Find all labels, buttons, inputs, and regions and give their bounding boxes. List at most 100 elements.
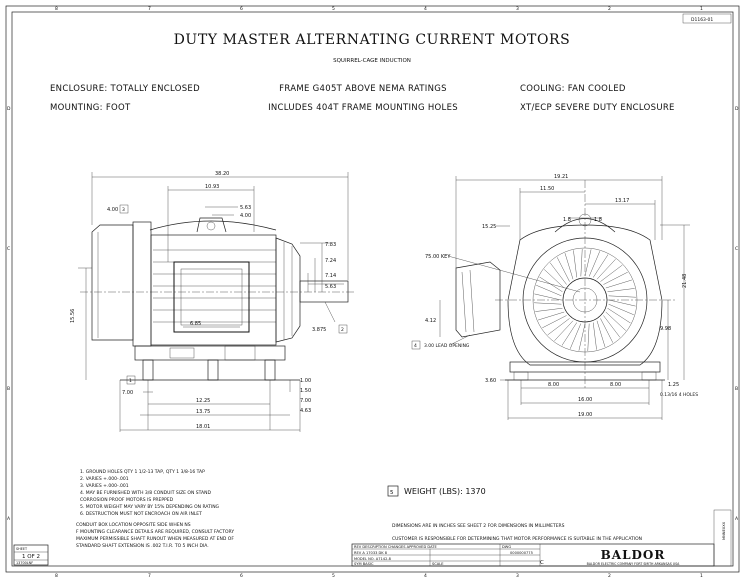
spec-frame: FRAME G405T ABOVE NEMA RATINGS [279, 84, 447, 94]
dim-label: 5.63 [240, 205, 251, 211]
weight-label: WEIGHT (LBS): 1370 [404, 487, 486, 496]
dim-label: 9.98 [660, 326, 671, 332]
lead-opening-label: 3.00 LEAD OPENING [424, 343, 470, 349]
fan-fin [542, 315, 567, 329]
doc-number-box [682, 13, 732, 24]
title-block-row: MODEL NO. A7142-8 [354, 557, 392, 561]
note-line: 4. MAY BE FURNISHED WITH 3/8 CONDUIT SIZ… [80, 490, 211, 496]
dim-label: 6.85 [190, 321, 201, 327]
weight-callout: 5 [390, 490, 394, 496]
dim-label: 4.63 [300, 408, 311, 414]
sheet-label: SHEET [16, 547, 28, 551]
title-block-row: REV DESCRIPTION CHANGES APPROVED DATE [354, 545, 437, 549]
zone-top: 3 [516, 6, 519, 12]
fan-fin [578, 323, 586, 351]
fan-fin [603, 271, 628, 285]
zone-top: 1 [700, 6, 703, 12]
dim-label: 1.8 [563, 217, 571, 223]
fan-fin [534, 293, 562, 301]
zone-bottom: 1 [700, 573, 703, 579]
fan-fin [608, 299, 636, 307]
dim-label: 8.00 [610, 382, 621, 388]
sheet-small: 13700LNF [16, 561, 33, 565]
dim-label: 7.00 [122, 390, 133, 396]
dim-label: 7.14 [325, 273, 336, 279]
dim-label: 38.20 [215, 171, 229, 177]
fan-fin [554, 320, 574, 341]
zone-top: 8 [55, 6, 58, 12]
zone-bottom: 2 [608, 573, 611, 579]
conduit-note: F MOUNTING CLEARANCE DETAILS ARE REQUIRE… [76, 529, 234, 535]
dwg-number: 0000000775 [510, 551, 533, 555]
fan-fin [584, 249, 592, 277]
note-line: CORROSION PROOF MOTORS IS PREPPED [80, 497, 174, 503]
inner-border [11, 11, 734, 567]
brand-subtext: BALDOR ELECTRIC COMPANY FORT SMITH ARKAN… [587, 562, 680, 566]
fan-fin [544, 269, 565, 289]
callout-3: 3 [122, 207, 125, 213]
dim-label: 1.25 [668, 382, 679, 388]
dim-label: 12.25 [196, 398, 210, 404]
doc-number: D1163-01 [691, 17, 713, 23]
dim-label: 15.25 [482, 224, 496, 230]
zone-bottom: 7 [148, 573, 151, 579]
fan-fin [607, 288, 635, 292]
fan-fin [561, 322, 577, 346]
fan-fin [607, 308, 631, 324]
zone-top: 5 [332, 6, 335, 12]
conduit-note: CONDUIT BOX LOCATION OPPOSITE SIDE WHEN … [76, 522, 191, 528]
callout-4: 4 [414, 343, 417, 349]
outer-border [5, 5, 740, 573]
zone-bottom: 5 [332, 573, 335, 579]
dim-label: 0.13/16 4 HOLES [660, 392, 698, 398]
zone-bottom: 3 [516, 573, 519, 579]
dim-label: 15.56 [70, 309, 76, 323]
zone-side: C [7, 246, 10, 252]
dim-label: 13.17 [615, 198, 629, 204]
fan-fin [603, 315, 621, 338]
dim-label: 19.00 [578, 412, 592, 418]
zone-side: A [7, 516, 11, 522]
note-line: 1. GROUND HOLES QTY 1 1/2-13 TAP, QTY 1 … [80, 469, 205, 475]
zone-bottom: 8 [55, 573, 58, 579]
zone-bottom: 4 [424, 573, 427, 579]
note-line: 3. VARIES +.000-.001 [80, 483, 129, 489]
zone-side: C [735, 246, 738, 252]
zone-side: B [7, 386, 10, 392]
end-view-dimensions: 19.21 11.50 13.17 15.25 1.8 1.8 75.00 KE… [411, 174, 698, 420]
spec-cooling: COOLING: FAN COOLED [520, 84, 626, 94]
fan-fin [573, 250, 577, 278]
spec-mounting: MOUNTING: FOOT [50, 103, 131, 113]
dim-label: 7.83 [325, 242, 336, 248]
zone-side: B [735, 386, 738, 392]
callout-1: 1 [129, 378, 132, 384]
zone-top: 4 [424, 6, 427, 12]
brand-logo: BALDOR [601, 548, 666, 562]
fan-fin [539, 276, 563, 292]
fan-fin [596, 320, 606, 347]
conduit-note: MAXIMUM PERMISSIBLE SHAFT RUNOUT WHEN ME… [76, 536, 234, 542]
fan-fin [605, 311, 626, 331]
revision: C [540, 560, 544, 566]
fan-fin [608, 295, 636, 298]
fan-fin [547, 318, 570, 336]
fan-fin [570, 323, 582, 349]
zone-top: 7 [148, 6, 151, 12]
scale-label: SCALE [432, 562, 444, 566]
fan-fin [580, 249, 583, 277]
dim-label: 4.12 [425, 318, 436, 324]
zone-top: 2 [608, 6, 611, 12]
dim-label: 10.93 [205, 184, 219, 190]
note-line: 2. VARIES +.000-.001 [80, 476, 129, 482]
fan-fin [600, 264, 623, 282]
conduit-note: STANDARD SHAFT EXTENSION IS .002 T.I.R. … [76, 543, 209, 549]
sheet-box: SHEET 1 OF 2 13700LNF [13, 544, 49, 566]
fan-fin [538, 311, 565, 321]
fan-fin [534, 302, 562, 305]
dim-label: 19.21 [554, 174, 568, 180]
fan-fin [564, 253, 574, 280]
dim-label: 4.00 [240, 213, 251, 219]
responsibility-note: CUSTOMER IS RESPONSIBLE FOR DETERMINING … [392, 536, 642, 542]
weight-callout-box [387, 485, 399, 497]
